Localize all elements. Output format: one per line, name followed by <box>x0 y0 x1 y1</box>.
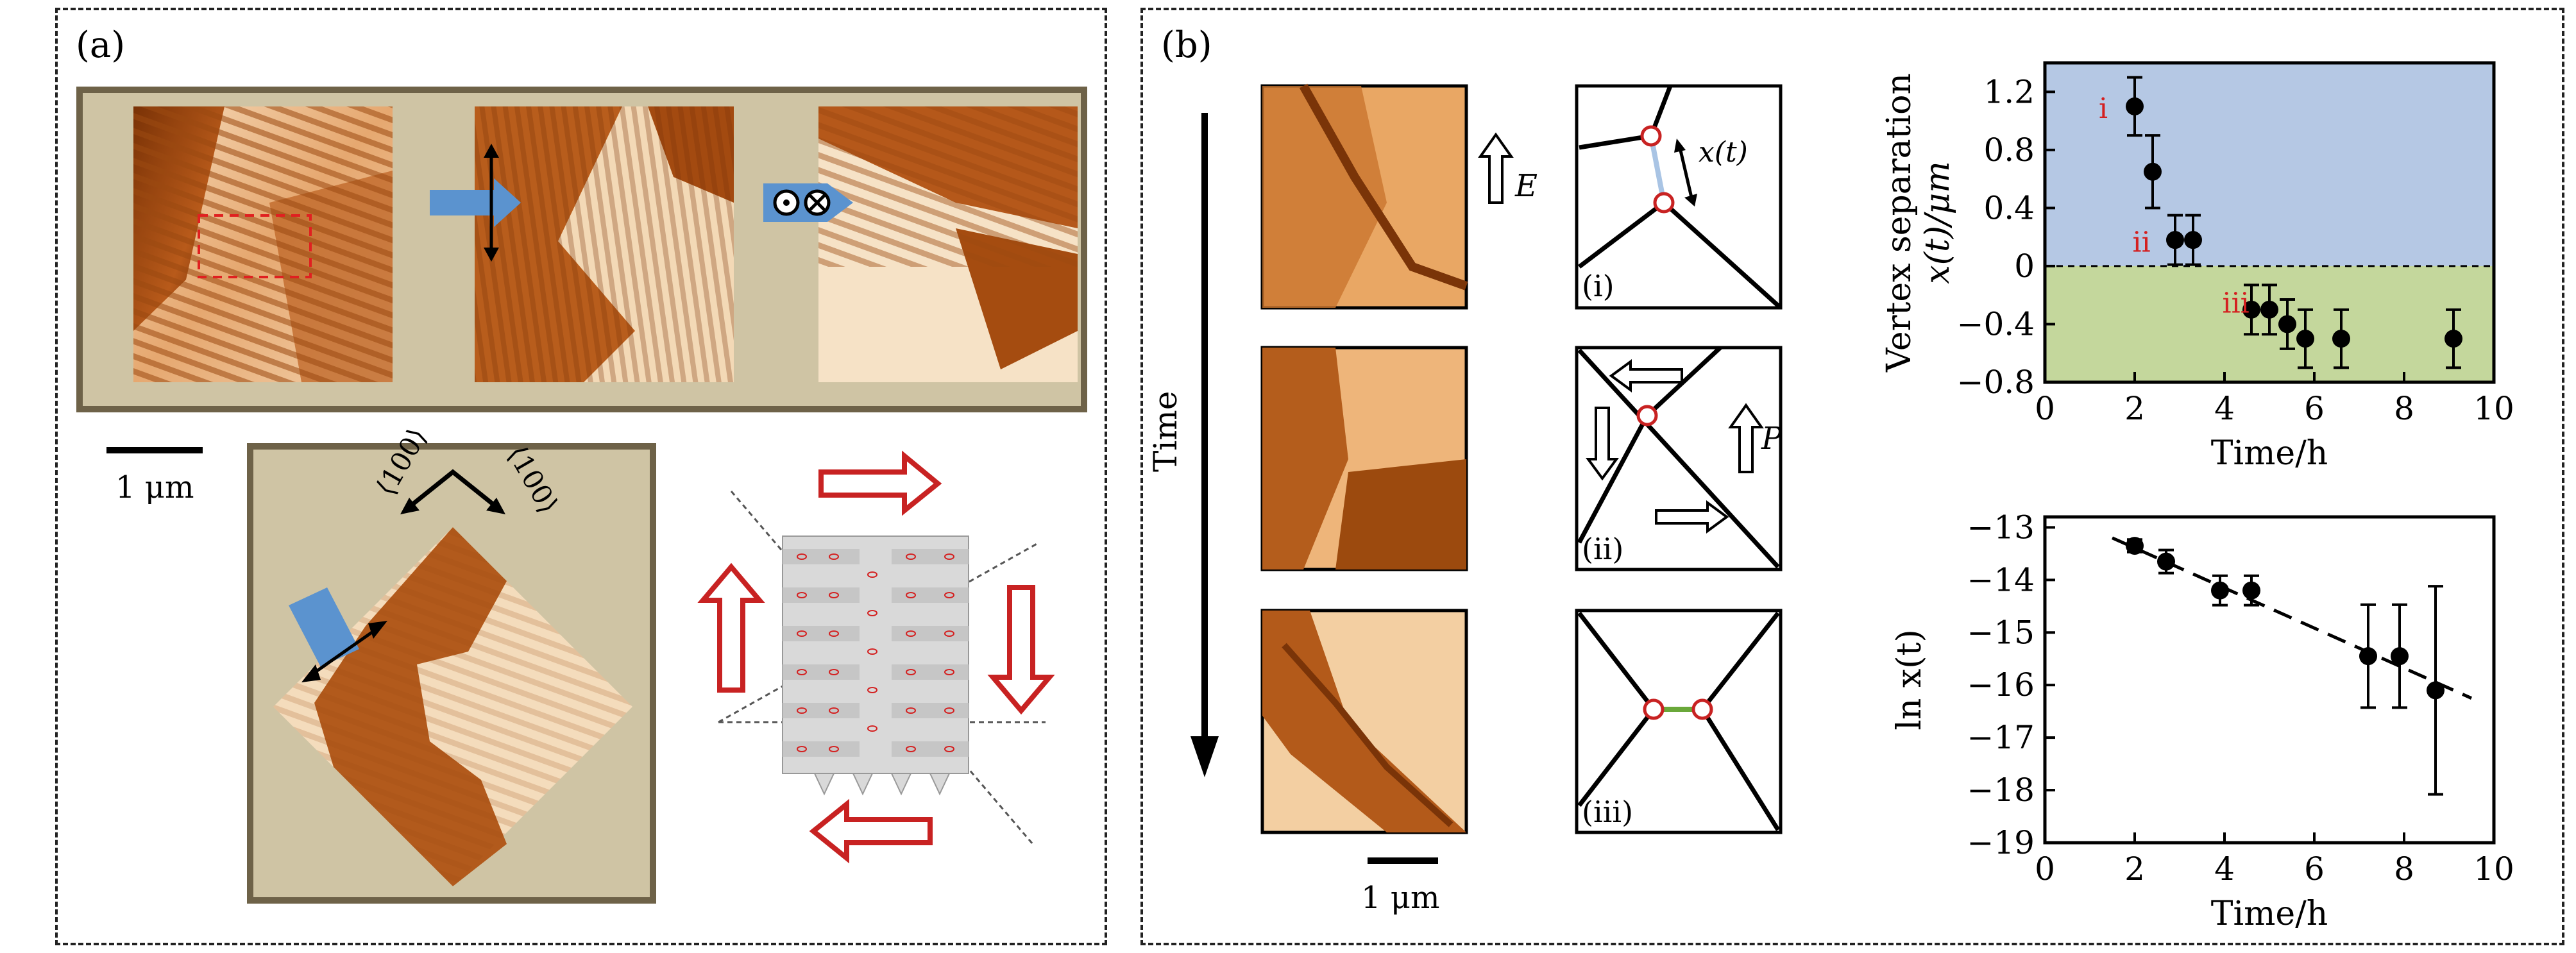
x-tick-label: 2 <box>2124 390 2145 427</box>
x-tick-label: 8 <box>2394 850 2414 888</box>
data-point <box>2359 647 2377 666</box>
y-tick-label: −15 <box>1967 614 2035 651</box>
chart-2-ticks: 0 2 4 6 8 10 −19 −18 −17 −16 −15 −14 −13 <box>1967 509 2514 888</box>
data-point <box>2242 581 2260 600</box>
panel-b-label: (b) <box>1161 24 1212 66</box>
polarization-arrow-p <box>1728 403 1764 473</box>
data-point <box>2278 315 2296 333</box>
data-point <box>2157 552 2175 571</box>
y-tick-label: −0.8 <box>1957 364 2035 401</box>
data-point <box>2260 300 2278 319</box>
field-label: E <box>1514 168 1538 204</box>
afm-frame-3 <box>1260 609 1468 834</box>
afm-frame-2 <box>1260 346 1468 571</box>
data-point <box>2391 647 2409 666</box>
x-tick-label: 6 <box>2304 850 2325 888</box>
x-tick-label: 8 <box>2394 390 2414 427</box>
stage-annotation: i <box>2099 92 2108 125</box>
chart-2-points <box>2126 537 2445 796</box>
y-tick-label: 0 <box>2014 248 2035 285</box>
afm-top-row <box>76 87 1087 412</box>
data-point <box>2332 330 2350 348</box>
x-tick-label: 4 <box>2214 850 2235 888</box>
xt-label: x(t) <box>1699 136 1748 169</box>
scale-bar-b: 1 μm <box>1361 857 1440 916</box>
red-arrow-top <box>818 450 942 516</box>
y-tick-label: −18 <box>1967 772 2035 809</box>
panel-b: (b) Time E 1 μm <box>1140 8 2564 945</box>
schematic-ii: P (ii) <box>1575 346 1783 571</box>
y-tick-label: −16 <box>1967 666 2035 704</box>
schematic-i: x(t) (i) <box>1575 84 1783 310</box>
stage-annotation: iii <box>2223 287 2250 319</box>
x-tick-label: 10 <box>2473 850 2514 888</box>
data-point <box>2427 681 2445 700</box>
chart-2-xlabel: Time/h <box>2211 895 2328 933</box>
chart-1-points <box>2126 76 2462 369</box>
schematic-ii-label: (ii) <box>1582 532 1623 566</box>
y-tick-label: −17 <box>1967 719 2035 756</box>
data-point <box>2184 231 2202 249</box>
data-point <box>2242 300 2260 319</box>
y-tick-label: −19 <box>1967 824 2035 861</box>
panel-b-figure: Time E 1 μm <box>1147 61 2514 933</box>
chart-1-ticks: 0 2 4 6 8 10 −0.8 −0.4 0 0.4 0.8 1.2 <box>1957 73 2514 427</box>
chart-1-frame <box>2043 61 2496 384</box>
schematic-iii: (iii) <box>1575 609 1783 834</box>
afm-image-2 <box>430 106 734 382</box>
y-tick-label: 0.4 <box>1983 189 2035 226</box>
schematic-i-label: (i) <box>1582 269 1614 303</box>
afm-image-3 <box>763 106 1078 382</box>
chart-1-ylabel-line2: x(t)/μm <box>1919 161 1957 283</box>
chart-1-ylabel-line1: Vertex separation <box>1880 73 1919 373</box>
data-point <box>2296 330 2314 348</box>
chart-1-xlabel: Time/h <box>2211 434 2328 473</box>
chart-2-ylabel: ln x(t) <box>1890 629 1929 730</box>
schematic-iii-label: (iii) <box>1582 795 1633 829</box>
scale-bar-a-label: 1 μm <box>115 469 194 505</box>
data-point <box>2126 537 2144 555</box>
time-label: Time <box>1147 391 1184 472</box>
data-point <box>2126 97 2144 115</box>
y-tick-label: 1.2 <box>1983 73 2035 110</box>
stage-annotation: ii <box>2133 226 2151 258</box>
red-arrow-right <box>987 585 1055 715</box>
data-point <box>2166 231 2184 249</box>
domain-schematic <box>697 450 1055 864</box>
y-tick-label: −14 <box>1967 561 2035 598</box>
x-tick-label: 0 <box>2035 390 2055 427</box>
time-arrow: Time <box>1147 113 1219 777</box>
chart-2-frame <box>2043 515 2496 845</box>
y-tick-label: −0.4 <box>1957 305 2035 342</box>
x-tick-label: 0 <box>2035 850 2055 888</box>
polarization-label: P <box>1761 421 1783 457</box>
afm-image-1 <box>133 106 393 382</box>
data-point <box>2211 581 2229 600</box>
scale-bar-b-label: 1 μm <box>1361 880 1440 916</box>
x-tick-label: 6 <box>2304 390 2325 427</box>
red-arrow-bottom <box>809 798 933 864</box>
x-tick-label: 4 <box>2214 390 2235 427</box>
afm-rotated-image <box>247 443 656 904</box>
panel-a-figure: 1 μm ⟨100⟩ ⟨100⟩ <box>76 87 1087 904</box>
data-point <box>2144 162 2162 181</box>
x-tick-label: 2 <box>2124 850 2145 888</box>
y-tick-label: 0.8 <box>1983 131 2035 169</box>
scale-bar-a: 1 μm <box>106 447 203 505</box>
red-arrow-left <box>697 562 765 693</box>
chart-ln-separation: 0 2 4 6 8 10 −19 −18 −17 −16 −15 −14 −13 Time/h ln x… <box>1890 509 2514 933</box>
field-arrow: E <box>1478 132 1538 204</box>
panel-a-label: (a) <box>76 24 126 66</box>
panel-a: (a) <box>55 8 1107 945</box>
positive-region <box>2045 63 2494 266</box>
data-point <box>2445 330 2462 348</box>
y-tick-label: −13 <box>1967 509 2035 546</box>
x-tick-label: 10 <box>2473 390 2514 427</box>
afm-frame-1 <box>1260 83 1468 310</box>
